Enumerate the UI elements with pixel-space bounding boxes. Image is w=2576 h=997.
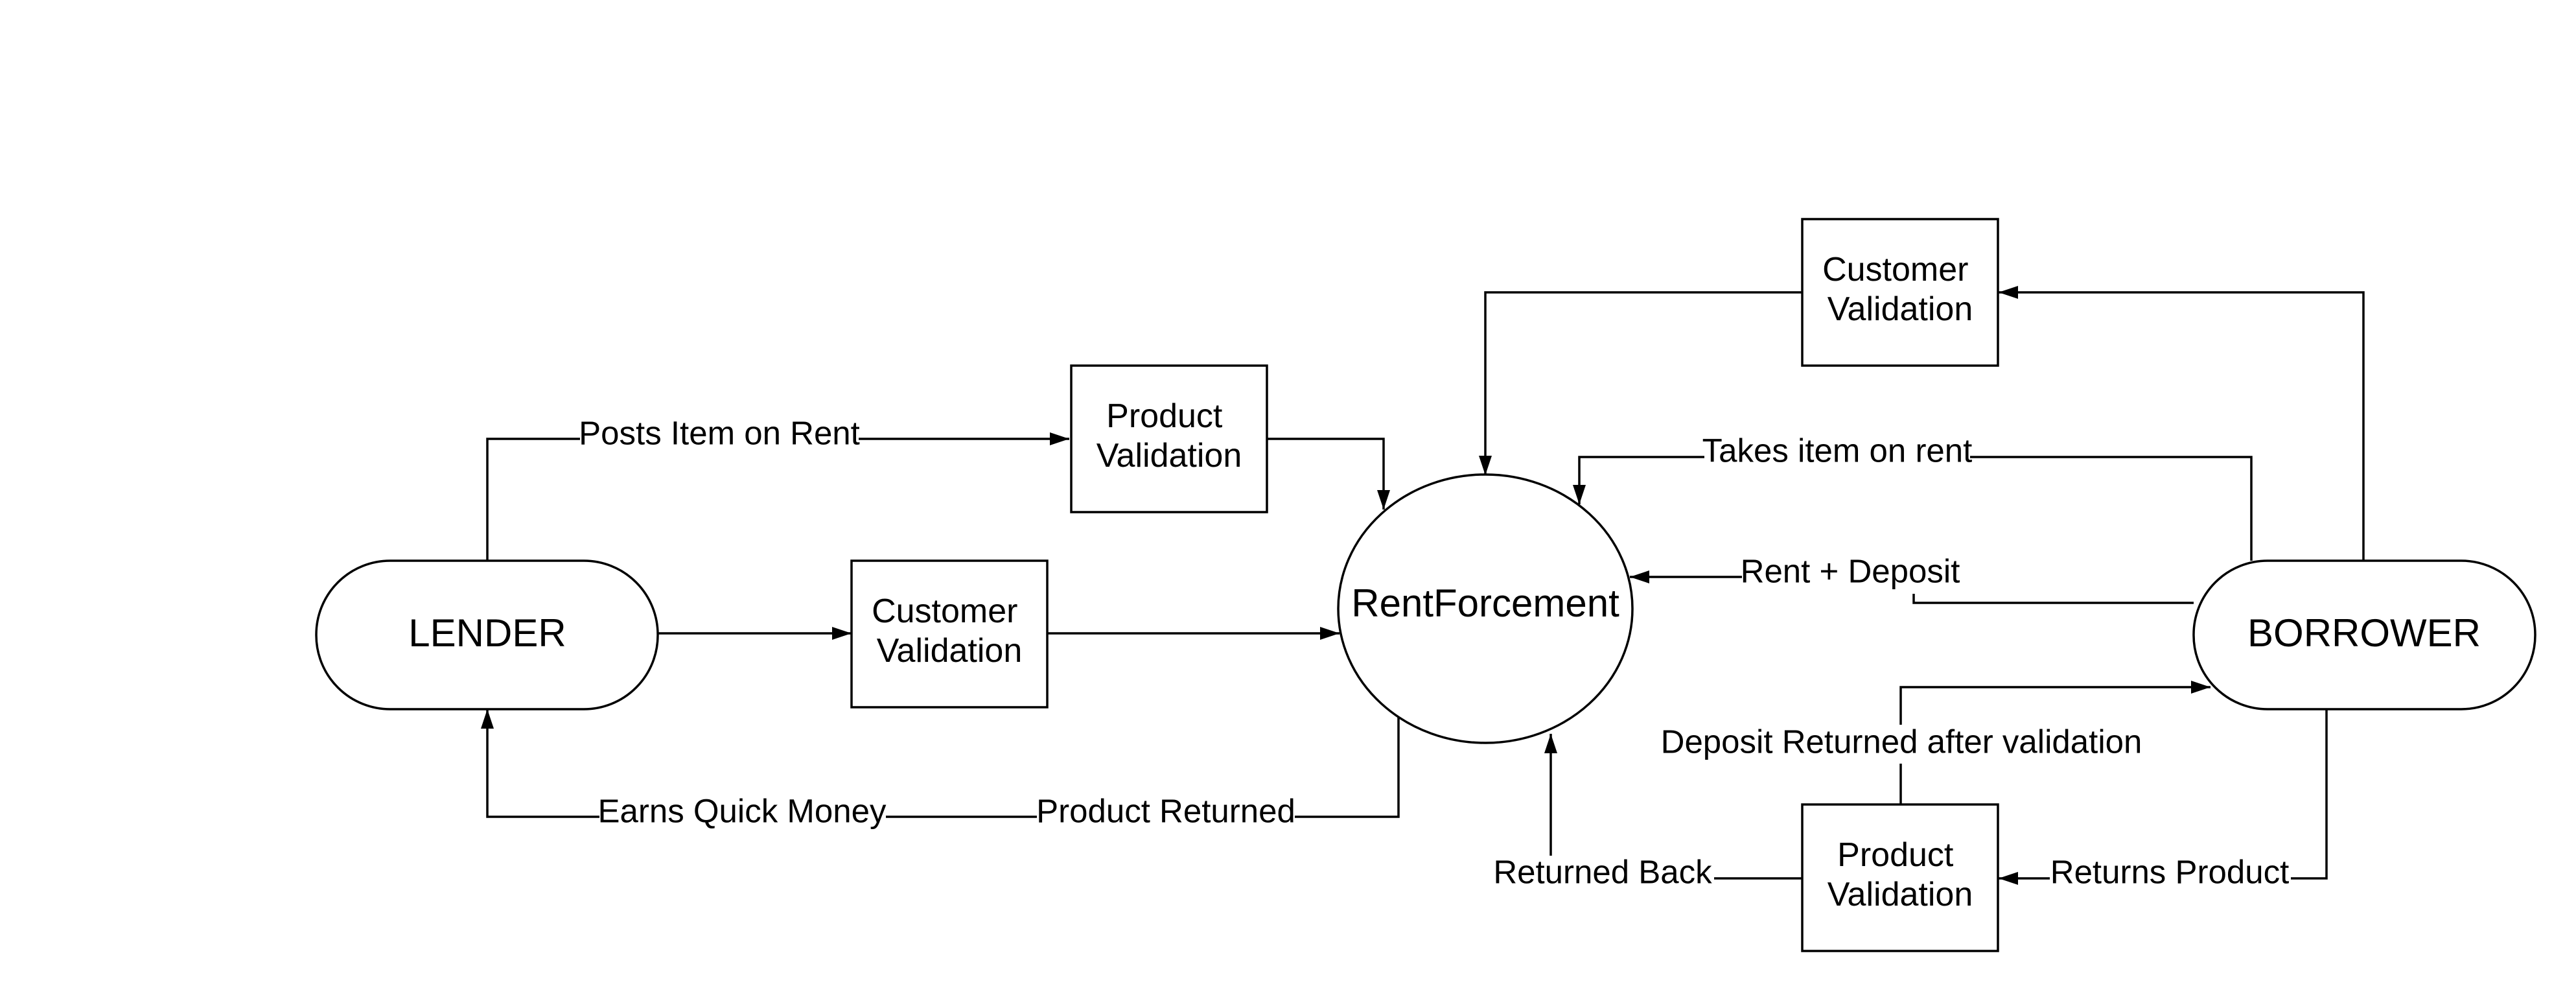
edge-product-validation-to-rentforcement [1267,438,1390,510]
edge-label-posts-item-on-rent-text: Posts Item on Rent [579,414,860,451]
edge-label-deposit-returned: Deposit Returned after validation [1661,723,2142,764]
product-validation-bottom-line2: Validation [1828,876,1973,913]
customer-validation-top-right-node: Customer Validation [1801,218,1999,367]
product-validation-top-line2: Validation [1097,437,1242,475]
edge-label-rent-deposit: Rent + Deposit [1741,552,1961,594]
customer-validation-left-line2: Validation [877,632,1023,670]
product-validation-bottom-node: Product Validation [1801,803,1999,952]
rentforcement-label: RentForcement [1351,581,1619,625]
customer-validation-top-right-label: Customer Validation [1822,251,1978,328]
edge-lender-to-product-validation [486,432,1069,561]
borrower-node: BORROWER [2192,559,2536,710]
product-validation-top-line1: Product [1106,397,1223,435]
customer-validation-top-right-line2: Validation [1828,290,1973,328]
edge-label-deposit-returned-text: Deposit Returned after validation [1661,723,2142,760]
product-validation-bottom-line1: Product [1837,836,1954,874]
product-validation-bottom-label: Product Validation [1828,836,1973,913]
customer-validation-left-line1: Customer [872,592,1017,630]
edge-label-earns-quick-money-text: Earns Quick Money [598,792,887,829]
lender-node: LENDER [315,559,659,710]
customer-validation-top-right-line1: Customer [1822,251,1968,288]
edge-rentforcement-to-lender [481,709,1400,818]
edge-label-takes-item-on-rent: Takes item on rent [1702,432,1973,473]
edge-label-rent-deposit-text: Rent + Deposit [1741,552,1960,589]
edge-customer-validation-to-rentforcement-top [1479,291,1802,475]
edge-borrower-to-customer-validation [1999,286,2365,561]
edge-label-takes-item-on-rent-text: Takes item on rent [1702,432,1973,469]
customer-validation-left-label: Customer Validation [872,592,1027,670]
edge-label-posts-item-on-rent: Posts Item on Rent [579,414,860,456]
edge-label-returns-product: Returns Product [2050,853,2291,895]
edge-product-validation-to-borrower [1899,681,2210,804]
edge-label-returned-back-text: Returned Back [1493,853,1712,890]
borrower-label: BORROWER [2247,611,2481,655]
edge-label-product-returned-text: Product Returned [1036,792,1295,829]
edge-label-returns-product-text: Returns Product [2050,853,2290,890]
edge-label-returned-back: Returned Back [1491,853,1714,895]
rentforcement-node: RentForcement [1337,473,1634,744]
customer-validation-left-node: Customer Validation [850,559,1049,709]
product-validation-top-node: Product Validation [1070,364,1268,513]
lender-label: LENDER [408,611,566,655]
edge-label-earns-quick-money: Earns Quick Money [598,792,887,833]
product-validation-top-label: Product Validation [1097,397,1242,475]
edge-label-product-returned: Product Returned [1036,792,1295,833]
